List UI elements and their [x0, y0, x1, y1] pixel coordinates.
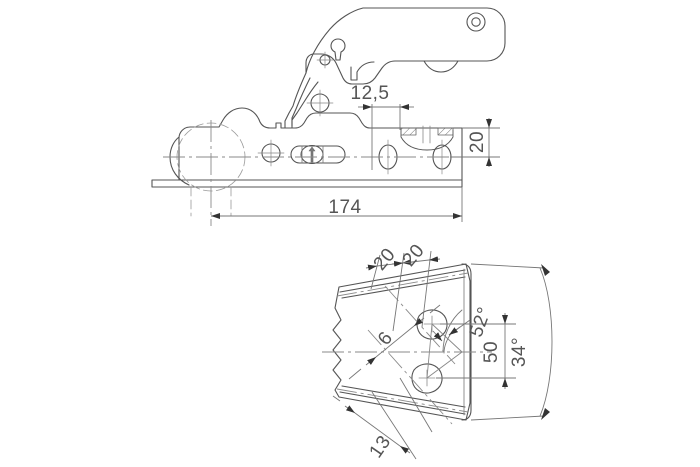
dim-20a-arrow-left: [365, 264, 378, 271]
dim-20b-line: [402, 259, 430, 264]
dim-13-ext-b: [371, 391, 417, 460]
dim-label-20-flange: 20: [467, 131, 488, 153]
bottom-view-centerlines: [322, 272, 492, 425]
lock-cylinder-body: [290, 145, 346, 164]
keyhole-slot: [330, 38, 346, 61]
handle-right-notch: [423, 60, 459, 73]
handle-hook-tab: [350, 61, 375, 81]
bottom-view-dimensions: [332, 250, 553, 460]
dim-label-34-deg: 34°: [509, 337, 530, 367]
arc-34-arrow-top: [541, 264, 550, 276]
arc-34-degrees: [539, 267, 553, 417]
base-plate: [151, 179, 463, 188]
bracket-bottom-edge-inner2: [341, 385, 466, 408]
dim-6-arrow-b: [413, 317, 425, 327]
recess-hatch-left: [400, 127, 417, 136]
slot-axis-centerline-upper: [384, 285, 456, 365]
dim-6-ext-b: [429, 304, 441, 314]
release-lever-rib: [291, 77, 311, 127]
lock-keyhole-glyph: [308, 146, 316, 163]
arc-34-leader-top: [470, 263, 545, 269]
dim-52-arrow: [448, 326, 461, 336]
dim-6-line: [375, 325, 415, 358]
recess-hatch-right: [437, 127, 454, 136]
bracket-outline: [332, 263, 471, 421]
coupling-body-outline: [178, 107, 463, 181]
dim-6-ext-a: [348, 368, 362, 380]
slot-axis-centerline-lower: [367, 329, 453, 425]
dim-13-ext-a: [332, 395, 341, 402]
top-view-dimensions: [211, 104, 500, 222]
dim-label-50: 50: [481, 341, 502, 363]
dim-label-174: 174: [328, 197, 361, 218]
bracket-bottom-edge-inner: [339, 391, 466, 415]
bracket-corner-bottom: [461, 409, 472, 421]
dim-label-12-5: 12,5: [351, 83, 390, 104]
handle-outline: [305, 7, 506, 85]
ext-20b-end: [421, 250, 432, 328]
dim-52-arrow2: [432, 330, 443, 342]
slot-axis-line: [426, 323, 433, 379]
bracket-top-edge-inner: [339, 269, 466, 293]
arc-34-arrow-bottom: [541, 408, 550, 420]
bracket-top-edge-inner2: [341, 276, 466, 299]
view-plan-taper: [332, 263, 472, 421]
dim-13-line: [354, 412, 401, 447]
arc-52-degrees: [442, 309, 463, 353]
handle-pivot-hole-outer: [466, 12, 486, 32]
dim-13-arrow-a: [344, 405, 356, 414]
dim-13-ext-c: [399, 377, 433, 433]
arc-34-leader-bottom: [470, 415, 545, 421]
handle-pivot-hole-inner: [471, 17, 481, 27]
dim-20b-arrow-left: [391, 260, 404, 267]
bracket-diag-cl-bottom: [336, 388, 469, 413]
ext-20a-start: [370, 254, 381, 290]
top-view-centerlines: [163, 120, 480, 226]
dim-13-arrow-b: [399, 445, 411, 454]
dim-6-arrow-a: [365, 356, 377, 366]
dim-20b-arrow-right: [428, 256, 441, 263]
recess-profile: [400, 129, 454, 151]
bracket-diag-cl-top: [336, 272, 469, 297]
bracket-corner-top: [461, 263, 472, 275]
